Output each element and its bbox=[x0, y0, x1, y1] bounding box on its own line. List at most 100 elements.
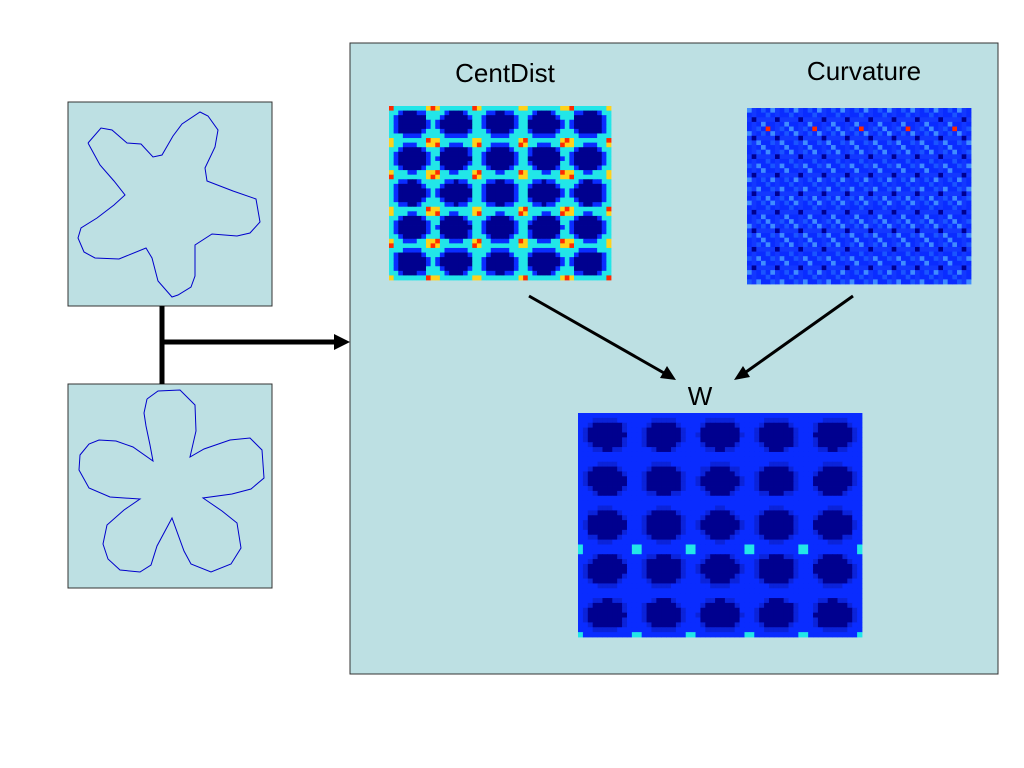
curvature-heatmap-cell bbox=[863, 140, 869, 146]
w-heatmap-cell bbox=[798, 451, 804, 458]
curvature-heatmap-cell bbox=[891, 154, 897, 160]
centdist-heatmap-cell bbox=[495, 110, 501, 116]
centdist-heatmap-cell bbox=[393, 170, 399, 176]
centdist-heatmap-cell bbox=[504, 106, 510, 111]
curvature-heatmap-cell bbox=[947, 186, 953, 192]
w-heatmap-cell bbox=[710, 510, 716, 516]
centdist-heatmap-cell bbox=[435, 261, 441, 267]
star-contour-icon bbox=[77, 111, 261, 298]
curvature-heatmap-cell bbox=[905, 117, 911, 123]
curvature-heatmap-cell bbox=[919, 186, 925, 192]
centdist-heatmap-cell bbox=[495, 115, 501, 121]
centdist-heatmap-cell bbox=[578, 119, 584, 125]
curvature-heatmap-cell bbox=[831, 135, 837, 141]
w-heatmap-cell bbox=[744, 427, 750, 433]
w-heatmap-cell bbox=[832, 490, 838, 497]
w-heatmap-cell bbox=[773, 515, 780, 521]
centdist-heatmap-cell bbox=[490, 215, 496, 221]
w-heatmap-cell bbox=[764, 471, 770, 477]
centdist-heatmap-cell bbox=[430, 147, 436, 153]
centdist-heatmap-cell bbox=[402, 238, 408, 244]
centdist-heatmap-cell bbox=[504, 156, 510, 162]
curvature-heatmap-cell bbox=[845, 112, 851, 118]
w-heatmap-cell bbox=[636, 427, 643, 433]
w-heatmap-cell bbox=[788, 510, 794, 516]
curvature-heatmap-cell bbox=[961, 228, 967, 234]
centdist-heatmap-cell bbox=[574, 156, 580, 162]
w-heatmap-cell bbox=[759, 481, 765, 487]
centdist-heatmap-cell bbox=[513, 238, 519, 244]
centdist-heatmap-cell bbox=[458, 270, 464, 276]
curvature-heatmap-cell bbox=[915, 108, 921, 114]
centdist-heatmap-cell bbox=[398, 238, 404, 244]
w-heatmap-cell bbox=[700, 486, 706, 492]
centdist-heatmap-cell bbox=[449, 247, 455, 253]
centdist-heatmap-cell bbox=[587, 275, 593, 281]
centdist-heatmap-cell bbox=[481, 215, 487, 221]
w-heatmap-cell bbox=[744, 486, 750, 492]
curvature-heatmap-cell bbox=[966, 251, 972, 257]
curvature-heatmap-cell bbox=[887, 200, 893, 206]
centdist-heatmap-cell bbox=[476, 165, 482, 171]
w-heatmap-cell bbox=[587, 486, 594, 492]
w-heatmap-cell bbox=[857, 490, 863, 497]
curvature-heatmap-cell bbox=[882, 108, 888, 114]
curvature-heatmap-cell bbox=[961, 233, 967, 239]
w-heatmap-cell bbox=[592, 471, 598, 477]
curvature-heatmap-cell bbox=[751, 131, 757, 137]
curvature-heatmap-cell bbox=[947, 149, 953, 155]
w-heatmap-cell bbox=[788, 447, 794, 453]
curvature-heatmap-cell bbox=[747, 186, 753, 192]
w-heatmap-cell bbox=[837, 486, 843, 492]
curvature-heatmap-cell bbox=[854, 186, 860, 192]
centdist-heatmap-cell bbox=[472, 197, 478, 203]
curvature-heatmap-cell bbox=[887, 117, 893, 123]
curvature-heatmap-cell bbox=[957, 108, 963, 114]
centdist-heatmap-cell bbox=[504, 142, 510, 148]
curvature-heatmap-cell bbox=[887, 196, 893, 202]
curvature-heatmap-cell bbox=[915, 191, 921, 197]
w-heatmap-cell bbox=[822, 456, 829, 463]
curvature-heatmap-cell bbox=[891, 256, 897, 262]
curvature-heatmap-cell bbox=[938, 246, 944, 252]
centdist-heatmap-cell bbox=[597, 106, 603, 111]
curvature-heatmap-cell bbox=[919, 108, 925, 114]
w-heatmap-cell bbox=[631, 515, 638, 521]
centdist-heatmap-cell bbox=[569, 197, 575, 203]
w-heatmap-cell bbox=[847, 490, 853, 497]
curvature-heatmap-cell bbox=[896, 140, 902, 146]
w-heatmap-cell bbox=[773, 417, 780, 424]
w-heatmap-cell bbox=[847, 481, 853, 487]
w-heatmap-cell bbox=[842, 490, 848, 497]
centdist-heatmap-cell bbox=[426, 225, 432, 231]
w-heatmap-cell bbox=[813, 500, 819, 506]
centdist-heatmap-cell bbox=[416, 234, 422, 240]
centdist-heatmap-cell bbox=[426, 179, 432, 185]
centdist-heatmap-cell bbox=[592, 247, 598, 253]
centdist-heatmap-cell bbox=[398, 124, 404, 130]
w-heatmap-cell bbox=[617, 471, 623, 477]
w-heatmap-cell bbox=[857, 447, 863, 453]
w-heatmap-cell bbox=[778, 427, 785, 433]
curvature-heatmap-cell bbox=[747, 214, 753, 220]
w-heatmap-cell bbox=[832, 481, 838, 487]
w-heatmap-cell bbox=[852, 510, 858, 516]
centdist-heatmap-cell bbox=[523, 234, 529, 240]
curvature-heatmap-cell bbox=[756, 228, 762, 234]
curvature-heatmap-cell bbox=[924, 233, 930, 239]
curvature-heatmap-cell bbox=[756, 154, 762, 160]
curvature-heatmap-cell bbox=[765, 149, 771, 155]
curvature-heatmap-cell bbox=[947, 177, 953, 183]
centdist-heatmap-cell bbox=[555, 128, 561, 134]
curvature-heatmap-cell bbox=[761, 140, 767, 146]
centdist-heatmap-cell bbox=[578, 202, 584, 208]
centdist-heatmap-cell bbox=[463, 174, 469, 180]
centdist-heatmap-cell bbox=[481, 252, 487, 258]
w-heatmap-cell bbox=[597, 456, 603, 463]
centdist-heatmap-cell bbox=[523, 156, 529, 162]
centdist-heatmap-cell bbox=[527, 252, 533, 258]
w-heatmap-cell bbox=[695, 437, 701, 443]
curvature-heatmap-cell bbox=[863, 117, 869, 123]
curvature-heatmap-cell bbox=[789, 145, 795, 151]
centdist-heatmap-cell bbox=[583, 183, 589, 189]
